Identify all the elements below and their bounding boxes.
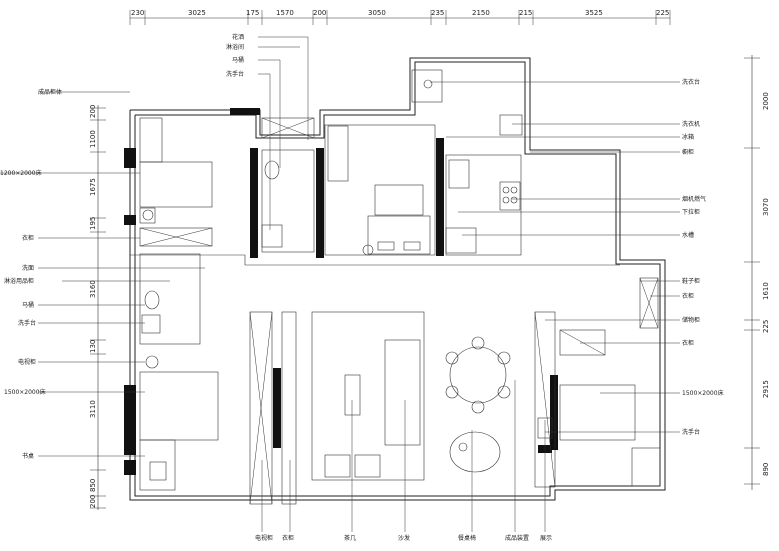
left-dim-3: 1675 <box>89 178 97 196</box>
top-dim-6: 3050 <box>368 9 386 17</box>
label-desk: 书桌 <box>22 452 34 460</box>
left-dim-9: 200 <box>89 495 97 508</box>
label-fridge: 冰箱 <box>682 133 694 141</box>
top-labels: 花洒 淋浴间 马桶 洗手台 <box>226 33 309 230</box>
label-top-sink: 洗手台 <box>226 70 244 78</box>
label-top-toilet: 马桶 <box>232 56 244 64</box>
label-bottom-tv: 电视柜 <box>255 534 273 542</box>
label-pulldown-cabinet: 下拉柜 <box>682 208 700 216</box>
left-dim-5: 3160 <box>89 280 97 298</box>
left-dim-4: 195 <box>89 217 97 230</box>
label-laundry-counter: 洗衣台 <box>682 78 700 86</box>
right-dimension-line: 2000 3070 1610 225 2915 890 <box>744 55 770 490</box>
left-dim-7: 3110 <box>89 400 97 418</box>
label-dining-set: 餐桌椅 <box>458 534 476 542</box>
label-storage: 储物柜 <box>682 316 700 324</box>
left-dim-6: 130 <box>89 340 97 353</box>
right-dim-1: 2000 <box>762 92 770 110</box>
label-bed-1500: 1500×2000床 <box>4 388 46 396</box>
label-bottom-wardrobe: 衣柜 <box>282 534 294 542</box>
label-cabinet: 成品柜体 <box>38 88 62 96</box>
left-labels: 成品柜体 1200×2000床 衣柜 洗面 淋浴用品柜 马桶 洗手台 电视柜 1… <box>0 88 205 460</box>
label-kitchen-cabinet: 橱柜 <box>682 148 694 156</box>
top-dim-8: 2150 <box>472 9 490 17</box>
right-dim-3: 1610 <box>762 282 770 300</box>
top-dim-5: 200 <box>313 9 326 17</box>
right-dim-6: 890 <box>762 463 770 476</box>
top-dim-10: 3525 <box>585 9 603 17</box>
left-dimension-line: 200 1100 1675 195 3160 130 3110 850 200 <box>89 105 106 510</box>
label-toilet: 马桶 <box>22 301 34 309</box>
label-bed-1200: 1200×2000床 <box>0 169 42 177</box>
label-sink: 洗手台 <box>18 319 36 327</box>
label-kitchen-sink: 水槽 <box>682 231 694 239</box>
furniture <box>139 69 661 505</box>
label-wash: 洗面 <box>22 264 34 272</box>
top-dim-7: 235 <box>431 9 444 17</box>
right-dim-5: 2915 <box>762 380 770 398</box>
structural-columns <box>124 108 558 475</box>
label-shower-room: 淋浴间 <box>226 43 244 51</box>
top-dim-1: 230 <box>131 9 144 17</box>
top-dimension-line: 230 3025 175 1570 200 3050 235 2150 215 … <box>129 9 671 25</box>
label-wardrobe: 衣柜 <box>22 234 34 242</box>
label-tv-cabinet: 电视柜 <box>18 358 36 366</box>
label-hood-stove: 烟机燃气 <box>682 195 706 203</box>
left-dim-8: 850 <box>89 479 97 492</box>
label-right-wardrobe-2: 衣柜 <box>682 339 694 347</box>
label-coffee-table: 茶几 <box>344 534 356 542</box>
label-right-wardrobe: 衣柜 <box>682 292 694 300</box>
top-dim-4: 1570 <box>276 9 294 17</box>
top-dim-9: 215 <box>519 9 532 17</box>
top-dim-2: 3025 <box>188 9 206 17</box>
right-dim-4: 225 <box>762 320 770 333</box>
top-dim-3: 175 <box>246 9 259 17</box>
left-dim-2: 1100 <box>89 130 97 148</box>
label-right-bed: 1500×2000床 <box>682 389 724 397</box>
label-shower-head: 花洒 <box>232 33 244 41</box>
label-fixture: 成品装置 <box>505 534 529 542</box>
label-sofa: 沙发 <box>398 534 410 542</box>
left-dim-1: 200 <box>89 105 97 118</box>
label-shoe-cabinet: 鞋子柜 <box>682 277 700 285</box>
exterior-walls <box>129 57 666 501</box>
label-right-sink: 洗手台 <box>682 428 700 436</box>
label-washer: 洗衣机 <box>682 120 700 128</box>
right-labels: 洗衣台 洗衣机 冰箱 橱柜 烟机燃气 下拉柜 水槽 鞋子柜 衣柜 储物柜 衣柜 … <box>430 78 724 436</box>
label-shower-cabinet: 淋浴用品柜 <box>4 277 34 285</box>
label-display: 展示 <box>540 535 552 542</box>
bottom-labels: 电视柜 衣柜 茶几 沙发 餐桌椅 成品装置 展示 <box>255 380 552 542</box>
right-dim-2: 3070 <box>762 198 770 216</box>
top-dim-11: 225 <box>656 9 669 17</box>
